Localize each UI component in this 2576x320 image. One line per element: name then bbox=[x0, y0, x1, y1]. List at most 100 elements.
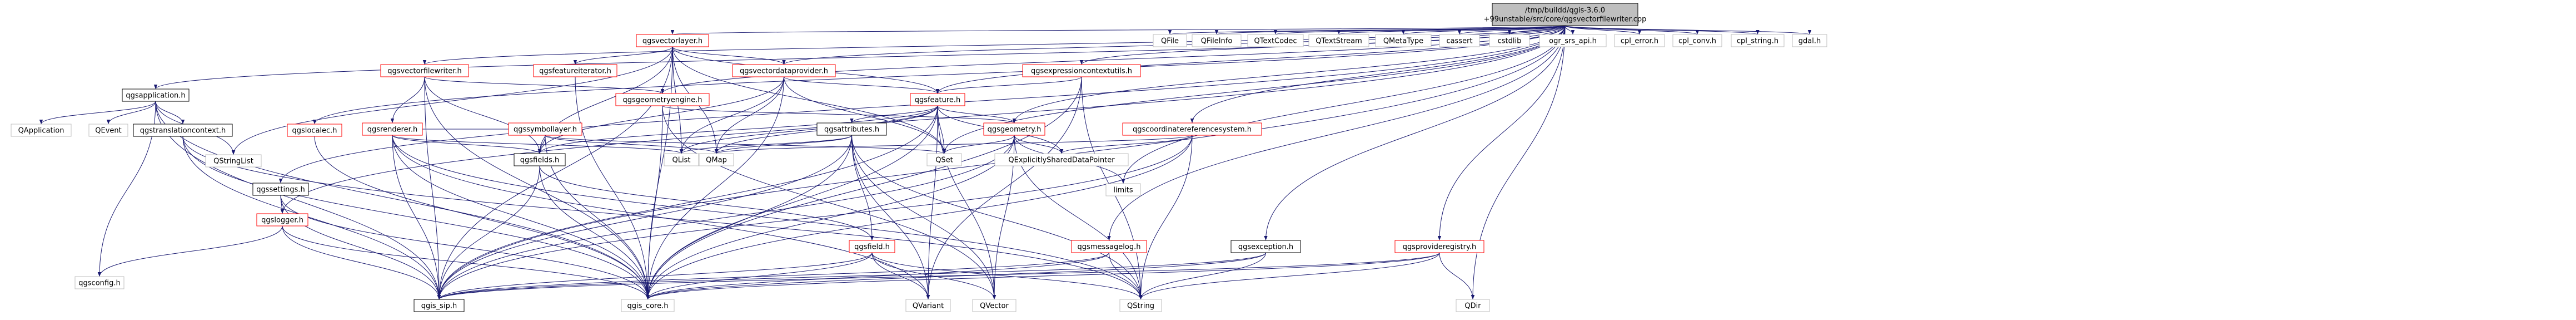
node-qgslocalizer[interactable]: qgslocalec.h bbox=[287, 124, 342, 137]
edge-qgsattributes-to-qgsfield bbox=[851, 135, 874, 241]
edge-qgsvectorfilewriter-to-qgsfields bbox=[424, 76, 542, 154]
node-qgsgeometryengine[interactable]: qgsgeometryengine.h bbox=[615, 93, 710, 106]
edge-qgsrenderer-to-QString bbox=[392, 135, 1143, 300]
node-QTextCodec: QTextCodec bbox=[1247, 34, 1304, 47]
edge-root-to-qgsexception bbox=[1264, 25, 1566, 241]
edge-qgsattributes-to-qgis_sip bbox=[437, 135, 852, 300]
node-box bbox=[1539, 34, 1607, 47]
node-QTextStream: QTextStream bbox=[1308, 34, 1369, 47]
edge-qgsfields-to-qgis_core bbox=[539, 165, 650, 300]
node-label: cpl_string.h bbox=[1737, 37, 1778, 46]
node-box bbox=[1489, 34, 1530, 47]
node-QExplicitlySharedDataPointer: QExplicitlySharedDataPointer bbox=[994, 153, 1129, 166]
edge-qgsgeometry-to-qgis_core bbox=[646, 135, 1015, 300]
node-QEvent: QEvent bbox=[88, 124, 128, 137]
node-qgsfields[interactable]: qgsfields.h bbox=[514, 153, 566, 166]
node-qgsexpressioncontextutils[interactable]: qgsexpressioncontextutils.h bbox=[1022, 64, 1141, 77]
node-label: qgsgeometry.h bbox=[988, 126, 1042, 134]
node-label: QTextStream bbox=[1316, 37, 1362, 46]
node-qgsmessagelog[interactable]: qgsmessagelog.h bbox=[1071, 240, 1147, 253]
node-root[interactable]: /tmp/buildd/qgis-3.6.0+99unstable/src/co… bbox=[1484, 3, 1647, 26]
node-label: qgsvectordataprovider.h bbox=[740, 67, 828, 76]
edge-qgsrenderer-to-qgsfields bbox=[392, 135, 542, 154]
edge-qgsvectorlayer-to-QStringList bbox=[231, 46, 673, 155]
node-qgsfeatureiterator[interactable]: qgsfeatureiterator.h bbox=[533, 64, 617, 77]
node-box bbox=[1122, 122, 1262, 136]
node-label: QMetaType bbox=[1383, 37, 1423, 46]
node-box bbox=[732, 64, 836, 77]
node-qgstranslationcontext[interactable]: qgstranslationcontext.h bbox=[133, 124, 233, 137]
node-box bbox=[1230, 240, 1301, 253]
edge-qgsattributes-to-qgis_core bbox=[646, 135, 852, 300]
edge-qgsvectorlayer-to-qgis_core bbox=[646, 46, 673, 300]
node-box bbox=[1022, 64, 1141, 77]
edge-qgsapplication-to-QEvent bbox=[106, 101, 156, 125]
node-qgslogger[interactable]: qgslogger.h bbox=[256, 213, 308, 227]
edge-qgscoordinatereferencesystem-to-QMap bbox=[715, 135, 1193, 154]
node-qgscoordinatereferencesystem[interactable]: qgscoordinatereferencesystem.h bbox=[1122, 122, 1262, 136]
edge-qgsgeometry-to-QSet bbox=[942, 135, 1015, 154]
node-label: qgsattributes.h bbox=[824, 126, 879, 134]
edge-qgssymbollayer-to-QMap bbox=[545, 135, 719, 154]
node-label: qgsvectorlayer.h bbox=[642, 37, 702, 46]
edge-qgsfeature-to-QVector bbox=[937, 105, 996, 300]
edge-qgsgeometryengine-to-qgis_core bbox=[646, 105, 663, 300]
node-label: QSet bbox=[935, 156, 953, 165]
edge-qgsvectorlayer-to-qgsfeatureiterator bbox=[573, 46, 673, 65]
node-qgssymbollayer[interactable]: qgssymbollayer.h bbox=[508, 122, 582, 136]
edge-qgstranslationcontext-to-QString bbox=[182, 136, 1143, 300]
node-qgsvectorfilewriter[interactable]: qgsvectorfilewriter.h bbox=[380, 64, 469, 77]
edge-qgsprovideregistry-to-qgis_sip bbox=[437, 252, 1440, 300]
nodes-layer: /tmp/buildd/qgis-3.6.0+99unstable/src/co… bbox=[11, 3, 1827, 312]
node-box bbox=[816, 122, 887, 136]
node-qgsfield[interactable]: qgsfield.h bbox=[849, 240, 895, 253]
node-qgssettings[interactable]: qgssettings.h bbox=[252, 183, 309, 196]
node-qgsapplication[interactable]: qgsapplication.h bbox=[122, 88, 190, 102]
node-box bbox=[1192, 34, 1242, 47]
node-label: qgsfields.h bbox=[520, 156, 559, 165]
node-qgsrenderer[interactable]: qgsrenderer.h bbox=[362, 122, 423, 136]
edge-qgsfield-to-qgis_core bbox=[646, 252, 873, 300]
edge-qgsapplication-to-qgis_core bbox=[155, 101, 650, 300]
node-label: QList bbox=[672, 156, 691, 165]
node-box bbox=[636, 34, 709, 47]
node-box bbox=[413, 299, 465, 312]
node-box bbox=[699, 153, 734, 166]
node-box bbox=[88, 124, 128, 137]
edge-qgsmessagelog-to-qgis_sip bbox=[437, 252, 1109, 300]
edge-qgsfield-to-QString bbox=[871, 252, 1143, 300]
node-QSet: QSet bbox=[926, 153, 962, 166]
node-qgsprovideregistry[interactable]: qgsprovideregistry.h bbox=[1394, 240, 1484, 253]
node-qgsexception[interactable]: qgsexception.h bbox=[1230, 240, 1301, 253]
node-box bbox=[287, 124, 342, 137]
node-ogr_srs_api: ogr_srs_api.h bbox=[1539, 34, 1607, 47]
node-label: qgis_core.h bbox=[627, 302, 669, 311]
node-label: /tmp/buildd/qgis-3.6.0 bbox=[1525, 7, 1605, 15]
edge-root-to-cstdlib bbox=[1507, 25, 1566, 35]
node-QFile: QFile bbox=[1153, 34, 1187, 47]
edge-qgsattributes-to-QString bbox=[851, 135, 1143, 300]
edge-qgsfield-to-QVariant bbox=[871, 252, 930, 300]
node-qgis_sip[interactable]: qgis_sip.h bbox=[413, 299, 465, 312]
node-qgsvectordataprovider[interactable]: qgsvectordataprovider.h bbox=[732, 64, 836, 77]
edge-qgsfeature-to-QList bbox=[679, 105, 938, 154]
edge-qgsexception-to-QString bbox=[1139, 252, 1266, 300]
node-qgsfeature[interactable]: qgsfeature.h bbox=[910, 93, 965, 106]
edge-qgsvectorfilewriter-to-qgsgeometryengine bbox=[424, 76, 664, 94]
node-qgsvectorlayer[interactable]: qgsvectorlayer.h bbox=[636, 34, 709, 47]
edge-root-to-qgslocalizer bbox=[313, 25, 1566, 125]
node-cpl_string: cpl_string.h bbox=[1731, 34, 1785, 47]
edge-qgsvectordataprovider-to-qgis_core bbox=[646, 76, 784, 300]
node-box bbox=[1672, 34, 1722, 47]
node-box bbox=[664, 153, 699, 166]
edge-qgslocalizer-to-qgis_core bbox=[314, 136, 650, 300]
node-label: limits bbox=[1113, 186, 1133, 195]
node-box bbox=[983, 122, 1045, 136]
node-qgis_core: qgis_core.h bbox=[621, 299, 675, 312]
node-qgsgeometry[interactable]: qgsgeometry.h bbox=[983, 122, 1045, 136]
node-box bbox=[1394, 240, 1484, 253]
node-qgsattributes[interactable]: qgsattributes.h bbox=[816, 122, 887, 136]
node-label: QExplicitlySharedDataPointer bbox=[1008, 156, 1115, 165]
node-label: QMap bbox=[706, 156, 727, 165]
